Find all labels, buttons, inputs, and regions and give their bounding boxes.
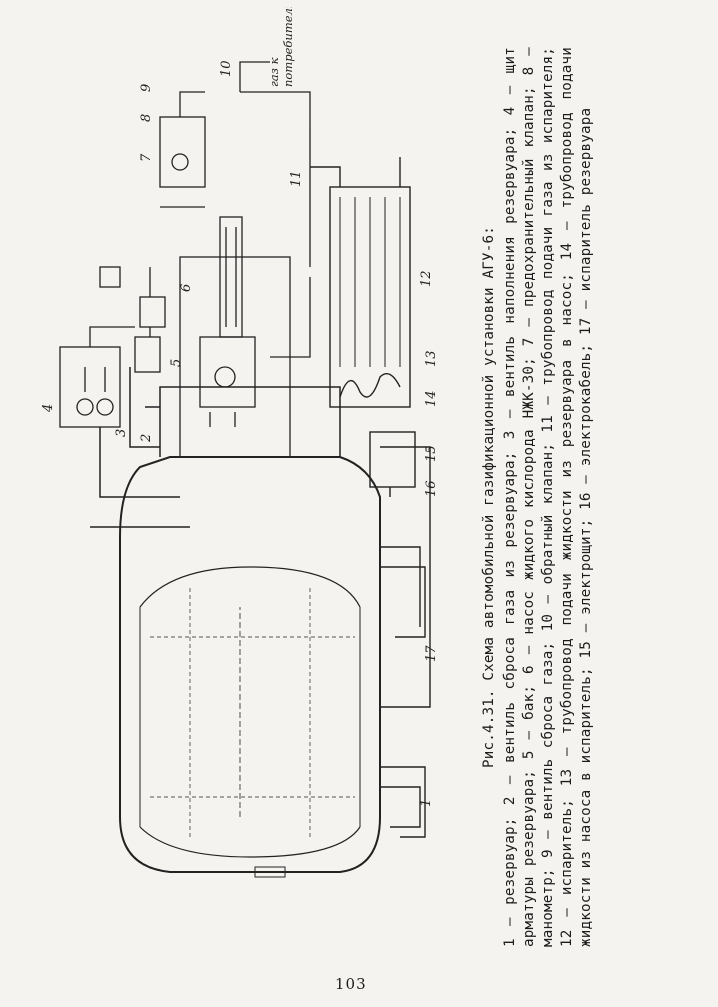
label-4: 4 (41, 404, 56, 413)
label-2: 2 (139, 434, 154, 443)
reservoir-1 (119, 456, 381, 878)
label-6: 6 (179, 284, 194, 292)
label-12: 12 (419, 270, 434, 287)
label-7: 7 (139, 153, 154, 162)
agu6-schematic-diagram: 1 2 3 4 5 6 7 8 9 10 11 12 13 14 15 16 1… (41, 7, 439, 878)
caption-legend: 1 – резервуар; 2 – вентиль сброса газа и… (502, 47, 594, 947)
gas-to-consumer-label-line1: газ к (267, 57, 281, 87)
valves-2-3 (99, 266, 166, 373)
label-11: 11 (289, 170, 304, 187)
evaporator-12 (310, 157, 411, 408)
caption-title: Рис.4.31. Схема автомобильной газификаци… (481, 226, 497, 768)
label-8: 8 (139, 114, 154, 122)
label-17: 17 (424, 645, 439, 662)
electric-panel-15 (369, 431, 416, 497)
consumer-valves-7-10 (159, 61, 311, 267)
label-5: 5 (169, 359, 184, 367)
label-15: 15 (424, 445, 439, 462)
label-16: 16 (424, 480, 439, 497)
label-1: 1 (419, 799, 434, 807)
armature-panel-4 (59, 326, 135, 428)
gas-to-consumer-label-line2: потребителю (281, 7, 295, 87)
reservoir-piping (90, 367, 341, 528)
label-3: 3 (114, 429, 129, 437)
page-number: 103 (335, 975, 367, 993)
reservoir-evaporator-17 (380, 446, 431, 838)
label-13: 13 (424, 350, 439, 367)
label-10: 10 (219, 60, 234, 77)
label-14: 14 (424, 390, 439, 407)
part-labels: 1 2 3 4 5 6 7 8 9 10 11 12 13 14 15 16 1… (41, 7, 439, 807)
figure-caption: Рис.4.31. Схема автомобильной газификаци… (480, 47, 596, 947)
label-9: 9 (139, 84, 154, 92)
pump-tank-block (179, 216, 311, 458)
